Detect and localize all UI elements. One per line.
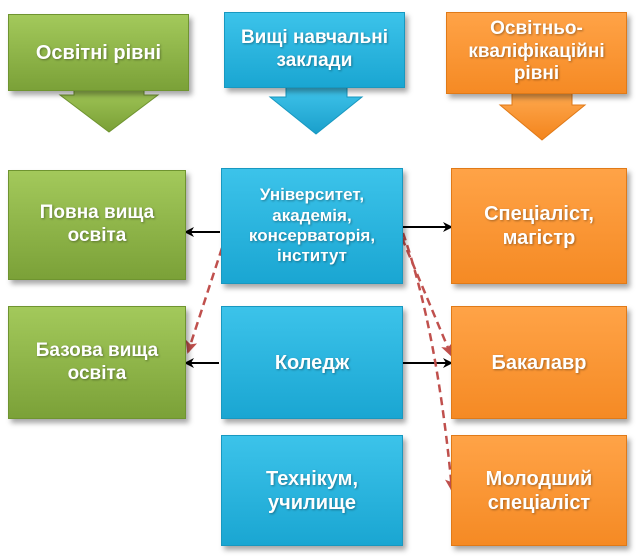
header-qualification-levels: Освітньо- кваліфікаційні рівні: [446, 12, 627, 94]
box-technikum-label: Технікум, училище: [265, 467, 359, 514]
box-specialist-master-label: Спеціаліст, магістр: [484, 203, 594, 249]
down-arrow-institutions: [268, 81, 364, 135]
box-basic-higher-education: Базова вища освіта: [8, 306, 186, 419]
box-bachelor-label: Бакалавр: [491, 351, 587, 374]
dashed-university-to-junior-specialist: [401, 232, 457, 492]
box-university-label: Університет, академія, консерваторія, ін…: [248, 185, 376, 266]
box-bachelor: Бакалавр: [451, 306, 627, 419]
header-institutions-label: Вищі навчальні заклади: [240, 27, 389, 71]
box-college-label: Коледж: [274, 351, 350, 374]
header-institutions: Вищі навчальні заклади: [224, 12, 405, 88]
box-basic-higher-education-label: Базова вища освіта: [35, 339, 159, 384]
box-specialist-master: Спеціаліст, магістр: [451, 168, 627, 284]
box-junior-specialist-label: Молодший спеціаліст: [485, 467, 593, 514]
box-junior-specialist: Молодший спеціаліст: [451, 435, 627, 546]
header-qualification-levels-label: Освітньо- кваліфікаційні рівні: [468, 17, 605, 85]
dashed-university-to-basic-higher: [185, 247, 224, 354]
box-full-higher-education-label: Повна вища освіта: [39, 202, 155, 246]
dashed-university-to-bachelor: [400, 237, 453, 357]
box-college: Коледж: [221, 306, 403, 419]
header-education-levels-label: Освітні рівні: [35, 41, 162, 64]
box-university: Університет, академія, консерваторія, ін…: [221, 168, 403, 284]
header-education-levels: Освітні рівні: [8, 14, 189, 91]
down-arrow-qualification-levels: [498, 89, 587, 141]
box-technikum: Технікум, училище: [221, 435, 403, 546]
box-full-higher-education: Повна вища освіта: [8, 170, 186, 280]
